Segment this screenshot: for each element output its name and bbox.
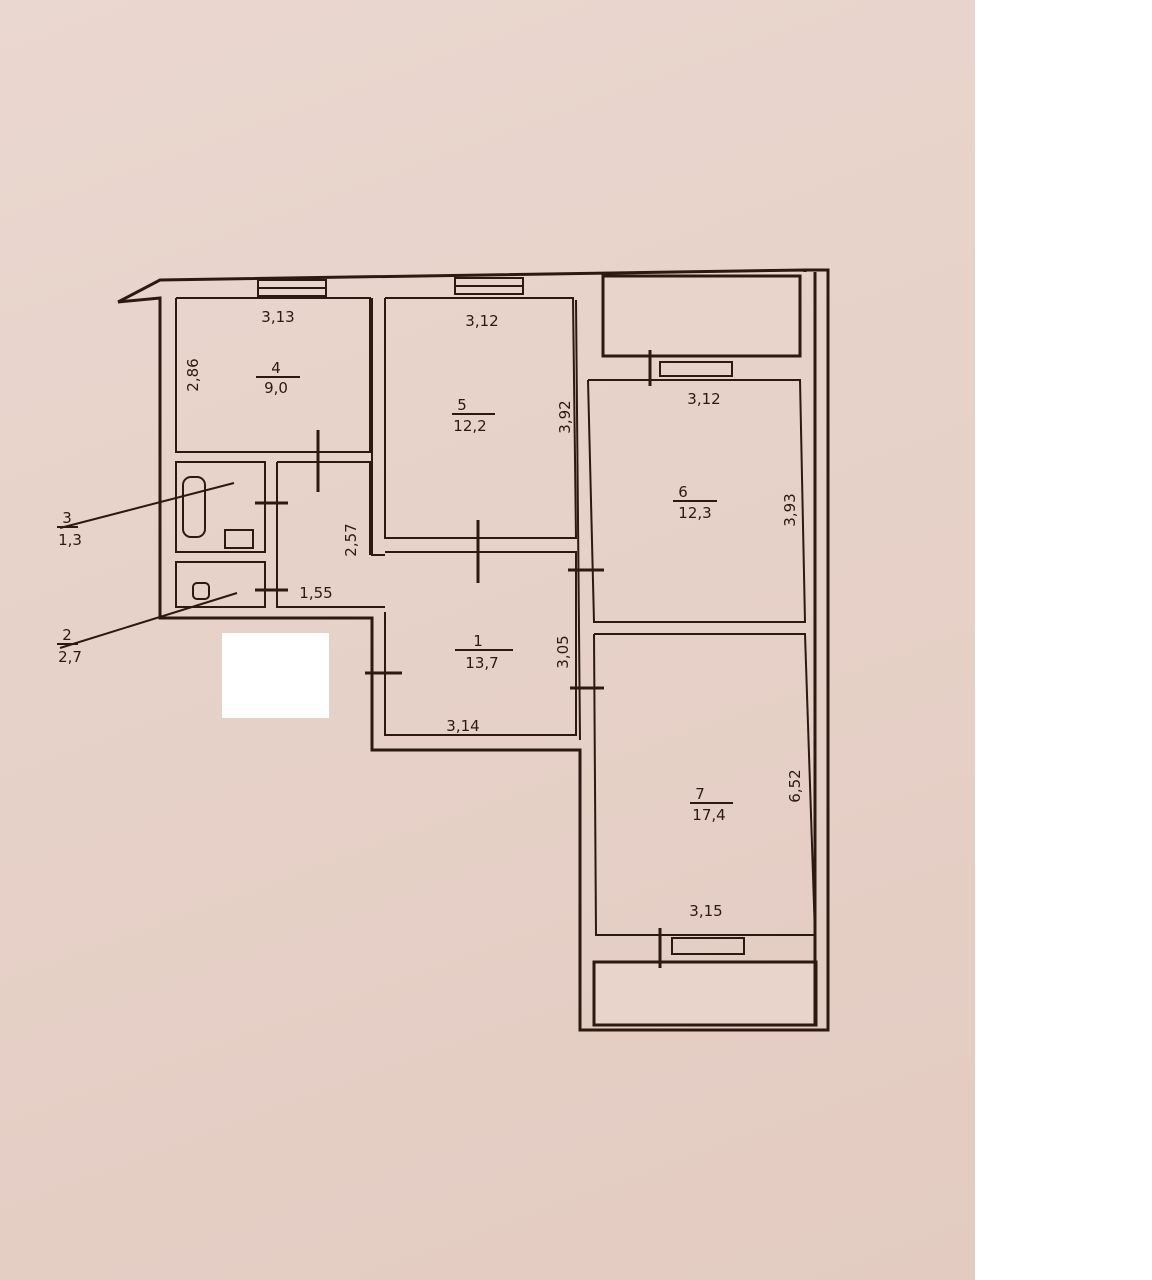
sink-icon (224, 529, 254, 549)
room-1-area: 13,7 (465, 654, 498, 672)
dim-room6-height: 3,93 (781, 493, 799, 526)
dim-corridor-width: 1,55 (299, 584, 332, 602)
room-2-area: 2,7 (58, 648, 82, 666)
room-3-area: 1,3 (58, 531, 82, 549)
walls (57, 268, 830, 1032)
floor-plan: 1 13,7 2 2,7 3 1,3 4 9,0 5 12,2 6 12,3 7… (57, 268, 830, 1032)
bathtub-icon (182, 476, 206, 538)
dim-hall-height: 3,05 (554, 635, 572, 668)
room-4-area: 9,0 (264, 379, 288, 397)
room-1-number: 1 (473, 632, 483, 650)
dim-hall-width: 3,14 (446, 717, 479, 735)
dim-room7-width: 3,15 (689, 902, 722, 920)
floor-plan-photo (0, 0, 975, 1280)
dim-room7-height: 6,52 (786, 769, 804, 802)
dim-room4-height: 2,86 (184, 358, 202, 391)
redaction-box (222, 633, 329, 718)
room-2-number: 2 (62, 626, 72, 644)
room-7-area: 17,4 (692, 806, 725, 824)
dim-room5-height: 3,92 (556, 400, 574, 433)
room-6-area: 12,3 (678, 504, 711, 522)
toilet-icon (192, 582, 210, 600)
room-6-number: 6 (678, 483, 688, 501)
dim-corridor-height: 2,57 (342, 523, 360, 556)
room-7-number: 7 (695, 785, 705, 803)
room-3-number: 3 (62, 509, 72, 527)
room-4-number: 4 (271, 359, 281, 377)
room-5-number: 5 (457, 396, 467, 414)
dim-room4-width: 3,13 (261, 308, 294, 326)
dim-room6-width: 3,12 (687, 390, 720, 408)
room-5-area: 12,2 (453, 417, 486, 435)
dim-room5-width: 3,12 (465, 312, 498, 330)
